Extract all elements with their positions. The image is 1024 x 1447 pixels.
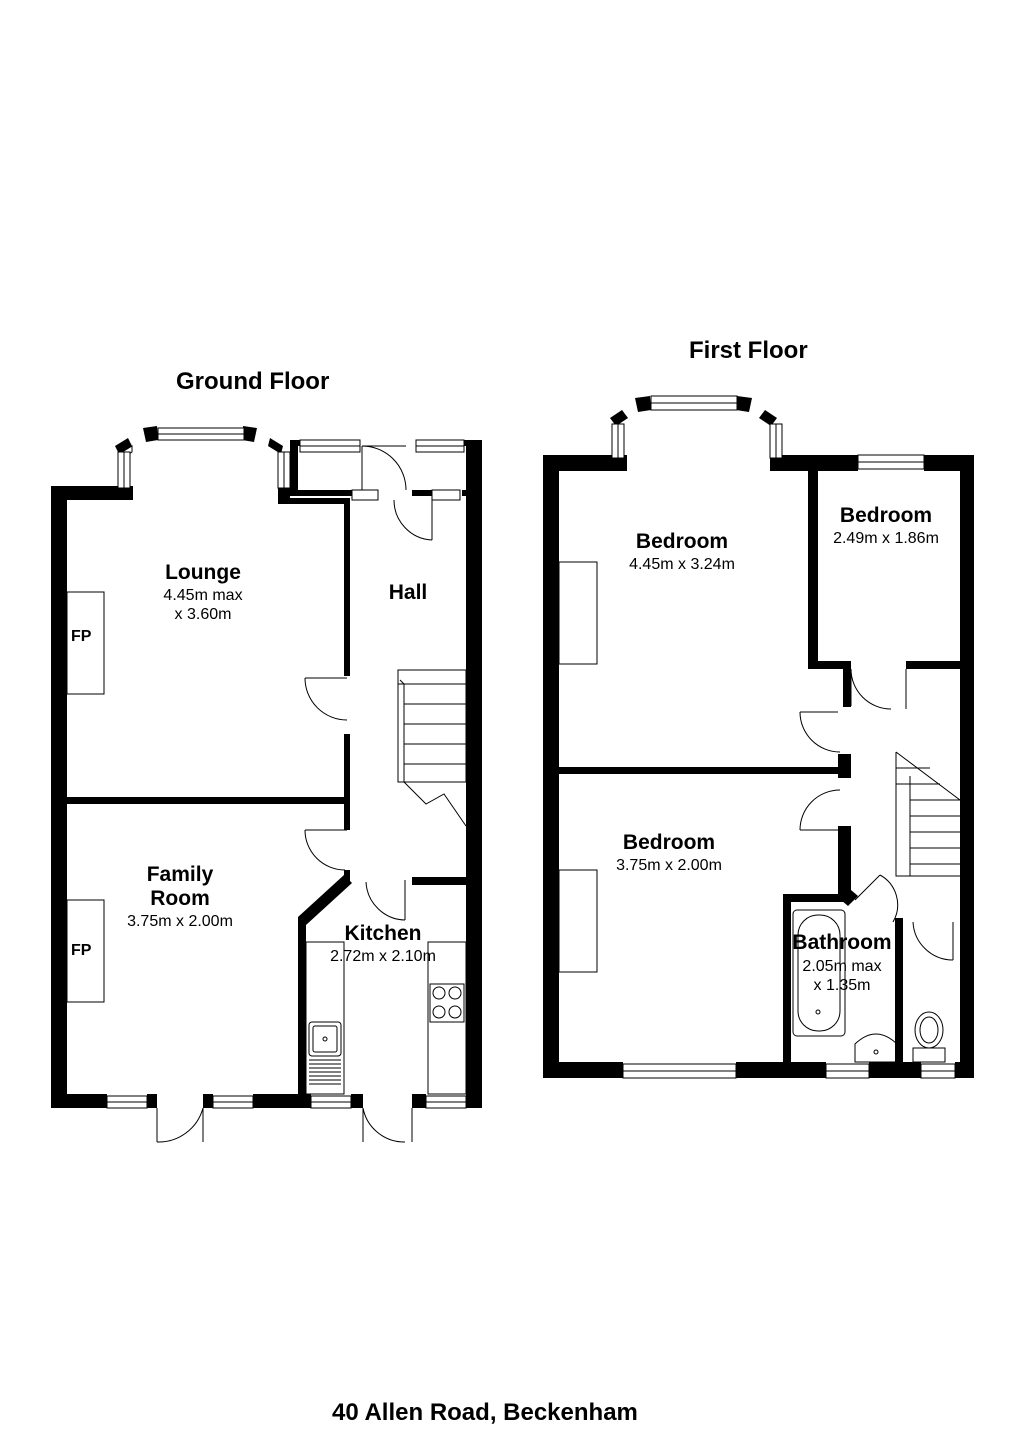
room-dims-bathroom-line1: 2.05m max <box>802 958 882 975</box>
room-name-kitchen: Kitchen <box>344 922 422 945</box>
bath <box>792 909 846 1037</box>
worktop-right <box>427 941 467 1095</box>
room-name-bedroom-small: Bedroom <box>839 504 933 527</box>
property-address: 40 Allen Road, Beckenham <box>332 1399 638 1426</box>
fixtures <box>66 561 946 1095</box>
fireplace-label-lounge: FP <box>71 628 92 645</box>
room-dims-kitchen: 2.72m x 2.10m <box>330 948 436 965</box>
ground-floor-walls <box>51 426 482 1108</box>
room-dims-bedroom-front: 4.45m x 3.24m <box>629 556 735 573</box>
room-name-lounge: Lounge <box>165 561 241 584</box>
room-dims-family-room: 3.75m x 2.00m <box>127 913 233 930</box>
room-dims-bathroom-line2: x 1.35m <box>813 977 871 994</box>
room-name-bedroom-rear: Bedroom <box>622 831 716 854</box>
fireplace-family <box>66 899 105 1003</box>
first-floor-walls <box>543 396 974 1078</box>
room-dims-lounge-line1: 4.45m max <box>163 587 243 604</box>
room-dims-bedroom-rear: 3.75m x 2.00m <box>616 857 722 874</box>
first-floor-title: First Floor <box>689 337 808 364</box>
room-name-family-room-line2: Room <box>150 887 210 910</box>
room-name-bathroom: Bathroom <box>792 931 892 954</box>
worktop-left <box>305 941 345 1095</box>
room-dims-bedroom-small: 2.49m x 1.86m <box>833 530 939 547</box>
ground-floor-title: Ground Floor <box>176 368 330 395</box>
room-name-family-room-line1: Family <box>146 863 214 886</box>
windows <box>106 395 956 1109</box>
room-name-bedroom-front: Bedroom <box>635 530 729 553</box>
stairs <box>397 669 961 877</box>
fireplace-lounge <box>66 591 105 695</box>
room-dims-lounge-line2: x 3.60m <box>174 606 232 623</box>
room-name-hall: Hall <box>388 581 428 604</box>
fireplace-label-family: FP <box>71 942 92 959</box>
doors <box>156 445 954 1143</box>
